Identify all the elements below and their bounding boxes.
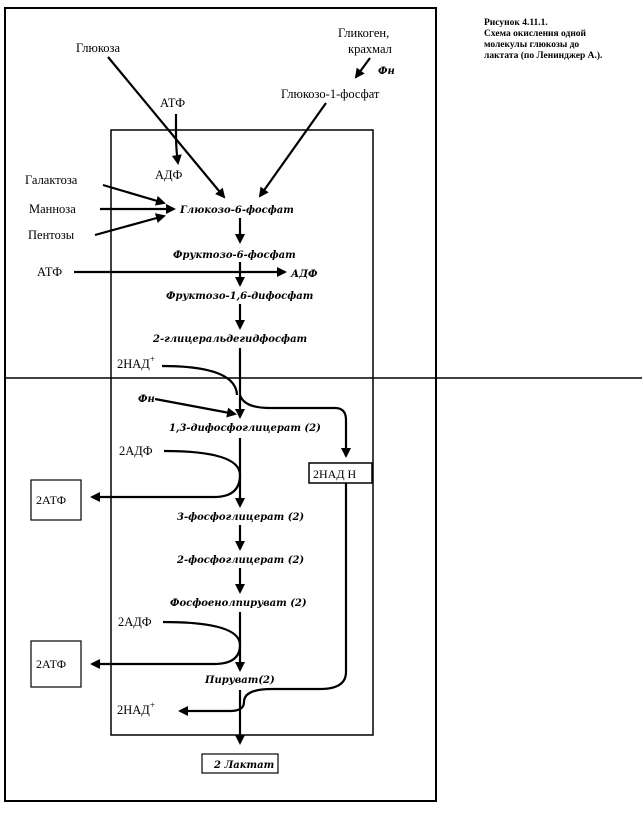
label-adp-top: АДФ	[155, 168, 183, 182]
arrow-pentoses	[94, 213, 166, 237]
label-phosphate-top: Фн	[378, 66, 395, 77]
metabolite-1-3-bisphosphoglycerate: 1,3-дифосфоглицерат (2)	[169, 423, 321, 434]
figure-caption: Рисунок 4.11.1. Схема окисления одной мо…	[484, 18, 640, 62]
label-glucose-1-phosphate: Глюкозо-1-фосфат	[281, 87, 380, 101]
label-glycogen-1: Гликоген,	[338, 26, 389, 40]
arrow-galactose	[102, 183, 166, 206]
arrow-phosphate-in	[154, 397, 237, 418]
atp-1-box	[30, 479, 82, 521]
curve-adp-atp-2	[90, 620, 242, 669]
label-atp-2: 2АТФ	[36, 657, 66, 671]
atp-2-box	[30, 640, 82, 688]
arrow-atp-to-adp-top	[171, 114, 182, 165]
label-mannose: Манноза	[29, 202, 76, 216]
arrow-glucose-to-g6p	[107, 56, 226, 199]
label-atp-top: АТФ	[160, 96, 185, 110]
metabolite-2-phosphoglycerate: 2-фосфоглицерат (2)	[176, 555, 304, 566]
label-nad-plus-in: 2НАД+	[117, 354, 155, 371]
arrow-g1p-to-g6p	[258, 102, 327, 198]
label-nad-plus-out: 2НАД+	[117, 700, 155, 717]
label-adp-1: 2АДФ	[119, 444, 153, 458]
label-atp-1: 2АТФ	[36, 493, 66, 507]
label-atp-mid: АТФ	[37, 265, 62, 279]
label-glycogen-2: крахмал	[348, 42, 392, 56]
curve-nad-in	[161, 364, 239, 396]
outer-frame	[4, 7, 437, 802]
metabolite-3-phosphoglycerate: 3-фосфоглицерат (2)	[177, 512, 304, 523]
label-phosphate-mid: Фн	[138, 394, 155, 405]
metabolite-pyruvate: Пируват(2)	[204, 675, 275, 686]
caption-figure-number: Рисунок 4.11.1.	[484, 18, 548, 28]
label-galactose: Галактоза	[25, 173, 78, 187]
label-adp-mid: АДФ	[290, 269, 318, 280]
label-nadh: 2НАД Н	[313, 467, 357, 481]
pathway-arrows	[74, 56, 371, 745]
curve-nad-to-nadh	[238, 394, 351, 458]
metabolite-glyceraldehyde-phosphate: 2-глицеральдегидфосфат	[152, 334, 307, 345]
label-pentoses: Пентозы	[28, 228, 75, 242]
metabolite-fructose-6-phosphate: Фруктозо-6-фосфат	[173, 250, 296, 261]
caption-line-2: молекулы глюкозы до	[484, 40, 580, 50]
nadh-box	[308, 462, 373, 484]
metabolite-phosphoenolpyruvate: Фосфоенолпируват (2)	[170, 598, 307, 609]
label-glucose: Глюкоза	[76, 41, 120, 55]
curve-adp-atp-1	[90, 449, 242, 502]
metabolite-glucose-6-phosphate: Глюкозо-6-фосфат	[179, 205, 294, 216]
caption-line-3: лактата (по Ленинджер А.).	[484, 51, 603, 61]
caption-line-1: Схема окисления одной	[484, 29, 587, 39]
metabolite-lactate: 2 Лактат	[213, 760, 274, 771]
label-adp-2: 2АДФ	[118, 615, 152, 629]
arrow-glycogen-to-g1p	[354, 57, 371, 79]
lactate-box	[201, 753, 279, 774]
metabolite-fructose-1-6-bisphosphate: Фруктозо-1,6-дифосфат	[166, 291, 313, 302]
